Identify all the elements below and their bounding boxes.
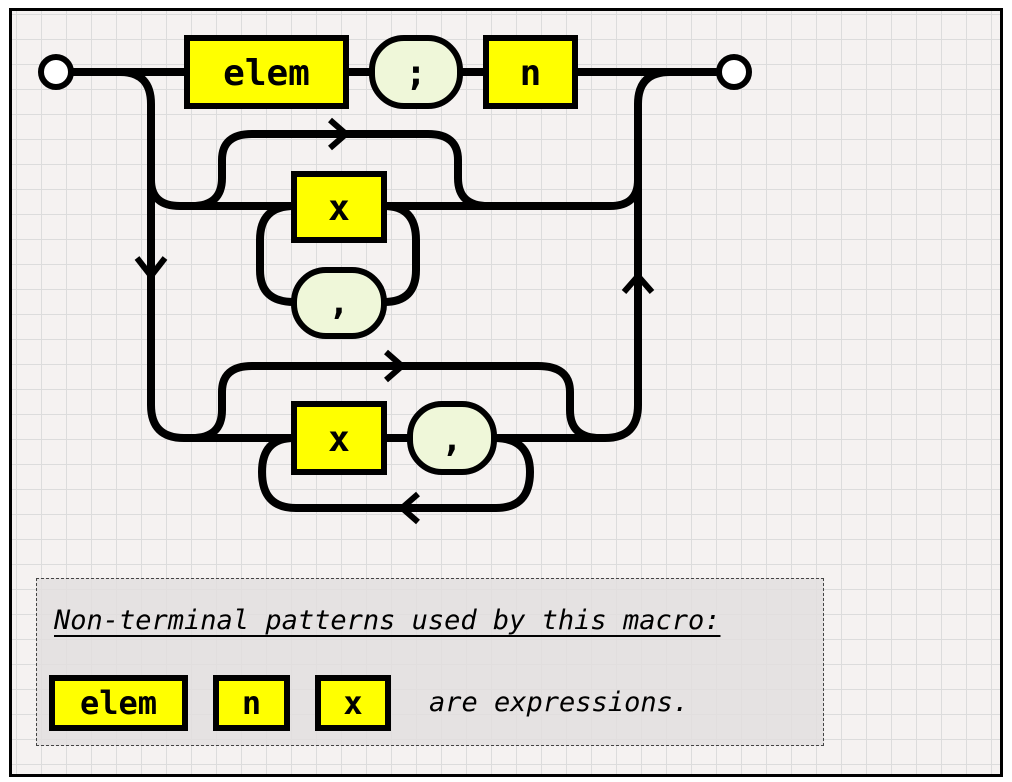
left-rail: [116, 68, 298, 442]
node-comma-label: ,: [328, 282, 350, 323]
node-elem: elem: [184, 35, 349, 109]
node-x-branch-two: x: [291, 401, 387, 475]
branch-two-bypass: [188, 362, 604, 442]
node-semicolon: ;: [369, 35, 463, 109]
direction-arrows: [134, 117, 655, 525]
branch-one-bypass: [188, 130, 492, 210]
node-n: n: [483, 35, 578, 109]
node-n-label: n: [520, 53, 542, 94]
legend-item-n: n: [213, 675, 290, 731]
node-x-branch-one: x: [291, 171, 387, 243]
node-x-label: x: [328, 419, 350, 460]
node-comma-label: ,: [441, 419, 463, 460]
node-x-label: x: [328, 188, 350, 229]
arrow-right-icon: [328, 117, 351, 151]
arrow-down-icon: [134, 256, 168, 281]
branch-one-loop: [380, 202, 420, 306]
node-comma-branch-one: ,: [291, 267, 387, 339]
branch-two-loop: [258, 434, 534, 512]
node-elem-label: elem: [223, 53, 310, 94]
node-semicolon-label: ;: [405, 53, 427, 94]
legend-panel: Non-terminal patterns used by this macro…: [36, 578, 824, 746]
arrow-left-icon: [397, 491, 420, 525]
legend-item-x: x: [315, 675, 391, 731]
right-branch-one: [380, 176, 642, 210]
node-comma-branch-two: ,: [407, 401, 497, 475]
arrow-up-icon: [621, 271, 655, 294]
legend-note: are expressions.: [429, 687, 690, 718]
legend-item-elem: elem: [49, 675, 188, 731]
start-point: [38, 54, 74, 90]
branch-one-loop: [256, 202, 298, 306]
right-rail: [490, 68, 674, 442]
arrow-right-icon: [384, 349, 407, 383]
legend-title: Non-terminal patterns used by this macro…: [54, 605, 721, 636]
left-branch-one: [147, 176, 298, 210]
end-point: [716, 54, 752, 90]
railroad-wires: [69, 68, 720, 512]
